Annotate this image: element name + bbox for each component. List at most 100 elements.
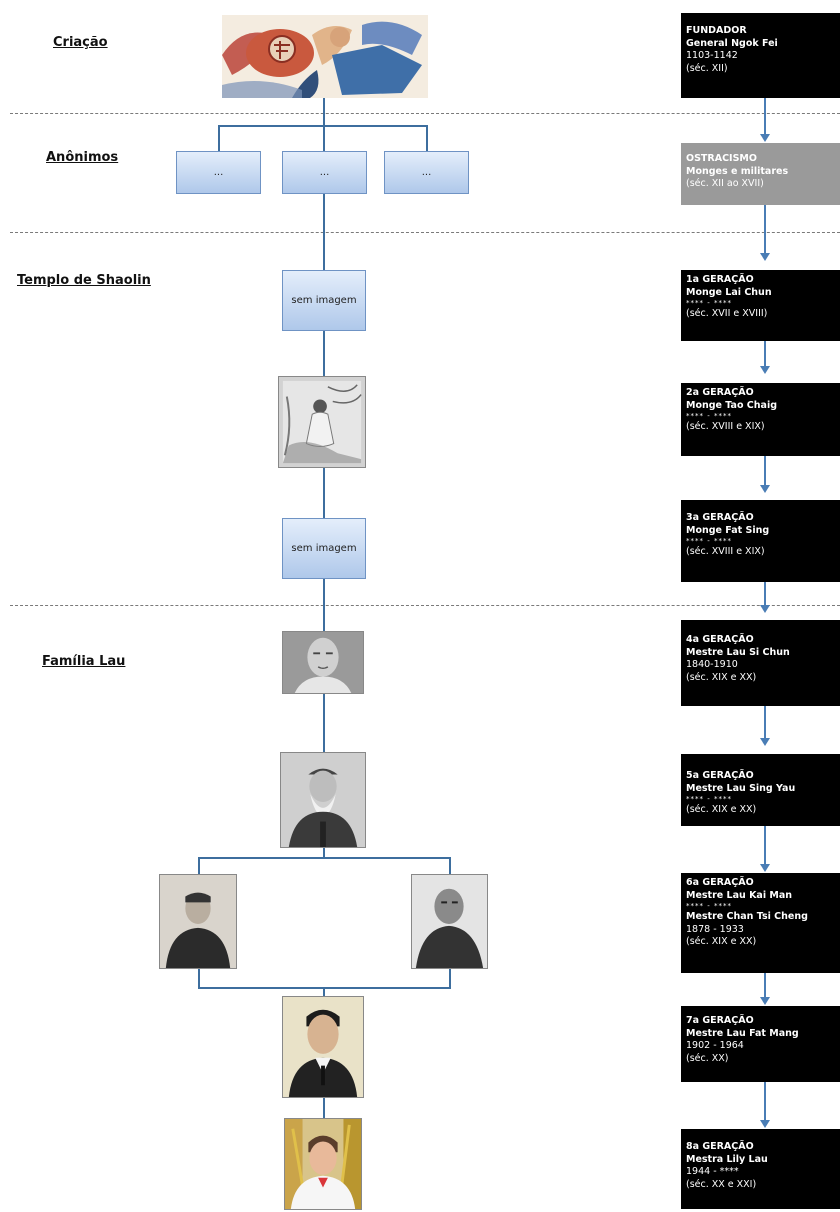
anonymous-box: ... <box>282 151 367 194</box>
arrow-down-icon <box>760 605 770 613</box>
arrow-connector <box>764 582 766 606</box>
master-lau-fat-mang-photo <box>282 996 364 1098</box>
generation-title: 5a GERAÇÃO <box>686 770 754 781</box>
generation-box-1: 1a GERAÇÃO Monge Lai Chun **** - **** (s… <box>681 270 840 341</box>
generation-name: Mestre Lau Fat Mang <box>686 1027 799 1039</box>
arrow-down-icon <box>760 1120 770 1128</box>
arrow-down-icon <box>760 864 770 872</box>
arrow-connector <box>764 1082 766 1121</box>
no-image-box: sem imagem <box>282 518 366 579</box>
generation-name: Monges e militares <box>686 165 789 177</box>
generation-century: (séc. XX e XXI) <box>686 1178 757 1190</box>
generation-years: **** - **** <box>686 299 732 307</box>
tree-connector <box>198 969 200 988</box>
generation-century: (séc. XIX e XX) <box>686 671 757 683</box>
section-divider <box>10 605 840 606</box>
arrow-down-icon <box>760 134 770 142</box>
tree-connector <box>323 694 325 752</box>
section-label-shaolin: Templo de Shaolin <box>17 273 151 288</box>
generation-name: Monge Tao Chaig <box>686 399 777 411</box>
generation-name: General Ngok Fei <box>686 37 778 49</box>
tree-connector <box>323 125 325 152</box>
tree-connector <box>323 193 325 270</box>
generation-name: Monge Lai Chun <box>686 286 772 298</box>
tree-connector <box>323 330 325 376</box>
tree-connector <box>323 468 325 518</box>
monk-portrait <box>278 376 366 468</box>
generation-years: **** - **** <box>686 902 732 910</box>
master-chan-tsi-cheng-photo <box>411 874 488 969</box>
generation-title: 1a GERAÇÃO <box>686 274 754 285</box>
anonymous-box: ... <box>384 151 469 194</box>
generation-century: (séc. XVIII e XIX) <box>686 421 765 432</box>
generation-box-8: 8a GERAÇÃO Mestra Lily Lau 1944 - **** (… <box>681 1129 840 1209</box>
arrow-connector <box>764 341 766 367</box>
arrow-connector <box>764 706 766 739</box>
generation-years: 1902 - 1964 <box>686 1040 744 1051</box>
generation-century: (séc. XIX e XX) <box>686 804 757 815</box>
tree-connector <box>218 125 220 152</box>
generation-box-2: 2a GERAÇÃO Monge Tao Chaig **** - **** (… <box>681 383 840 456</box>
generation-years: 1103-1142 <box>686 50 738 61</box>
arrow-down-icon <box>760 738 770 746</box>
generation-name: Monge Fat Sing <box>686 524 770 536</box>
anonymous-box: ... <box>176 151 261 194</box>
tree-connector <box>323 987 325 996</box>
generation-years: 1944 - **** <box>686 1166 739 1177</box>
generation-title: 3a GERAÇÃO <box>686 512 754 523</box>
generation-years: 1840-1910 <box>686 659 738 670</box>
arrow-down-icon <box>760 366 770 374</box>
tree-connector <box>323 1098 325 1118</box>
arrow-down-icon <box>760 997 770 1005</box>
arrow-down-icon <box>760 253 770 261</box>
generation-box-ostracismo: OSTRACISMO Monges e militares (séc. XII … <box>681 143 840 205</box>
tree-connector <box>426 125 428 152</box>
tree-connector <box>323 98 325 126</box>
section-divider <box>10 113 840 114</box>
generation-title: 8a GERAÇÃO <box>686 1141 754 1152</box>
tree-connector <box>323 579 325 631</box>
generation-box-6: 6a GERAÇÃO Mestre Lau Kai Man **** - ***… <box>681 873 840 973</box>
arrow-connector <box>764 456 766 486</box>
generation-name-2: Mestre Chan Tsi Cheng <box>686 911 808 922</box>
generation-box-3: 3a GERAÇÃO Monge Fat Sing **** - **** (s… <box>681 500 840 582</box>
generation-century: (séc. XX) <box>686 1052 729 1064</box>
generation-box-4: 4a GERAÇÃO Mestre Lau Si Chun 1840-1910 … <box>681 620 840 706</box>
generation-century: (séc. XVIII e XIX) <box>686 546 765 557</box>
founder-painting <box>222 15 428 98</box>
generation-title: OSTRACISMO <box>686 153 757 164</box>
generation-century: (séc. XII ao XVII) <box>686 178 764 189</box>
generation-title: 2a GERAÇÃO <box>686 387 754 398</box>
generation-title: FUNDADOR <box>686 25 747 36</box>
section-label-familia-lau: Família Lau <box>42 654 126 669</box>
section-divider <box>10 232 840 233</box>
generation-box-5: 5a GERAÇÃO Mestre Lau Sing Yau **** - **… <box>681 754 840 826</box>
generation-century: (séc. XVII e XVIII) <box>686 308 768 319</box>
tree-connector <box>323 848 325 858</box>
generation-years: **** - **** <box>686 412 732 420</box>
generation-title: 7a GERAÇÃO <box>686 1015 754 1026</box>
generation-title: 4a GERAÇÃO <box>686 634 754 645</box>
generation-years: **** - **** <box>686 795 732 803</box>
tree-connector <box>198 857 451 859</box>
section-label-criacao: Criação <box>53 35 108 50</box>
section-label-anonimos: Anônimos <box>46 150 119 165</box>
generation-name: Mestre Lau Kai Man <box>686 889 793 901</box>
tree-connector <box>449 969 451 988</box>
generation-name: Mestre Lau Sing Yau <box>686 782 796 794</box>
generation-name: Mestre Lau Si Chun <box>686 646 790 658</box>
no-image-box: sem imagem <box>282 270 366 331</box>
generation-box-founder: FUNDADOR General Ngok Fei 1103-1142 (séc… <box>681 13 840 98</box>
generation-title: 6a GERAÇÃO <box>686 877 754 888</box>
tree-connector <box>198 857 200 874</box>
arrow-connector <box>764 193 766 254</box>
generation-century: (séc. XIX e XX) <box>686 936 757 947</box>
generation-box-7: 7a GERAÇÃO Mestre Lau Fat Mang 1902 - 19… <box>681 1006 840 1082</box>
master-lau-sing-yau-photo <box>280 752 366 848</box>
generation-name: Mestra Lily Lau <box>686 1153 768 1165</box>
master-lau-si-chun-photo <box>282 631 364 694</box>
tree-connector <box>449 857 451 874</box>
master-lau-kai-man-photo <box>159 874 237 969</box>
generation-years-2: 1878 - 1933 <box>686 923 744 935</box>
mestra-lily-lau-photo <box>284 1118 362 1210</box>
